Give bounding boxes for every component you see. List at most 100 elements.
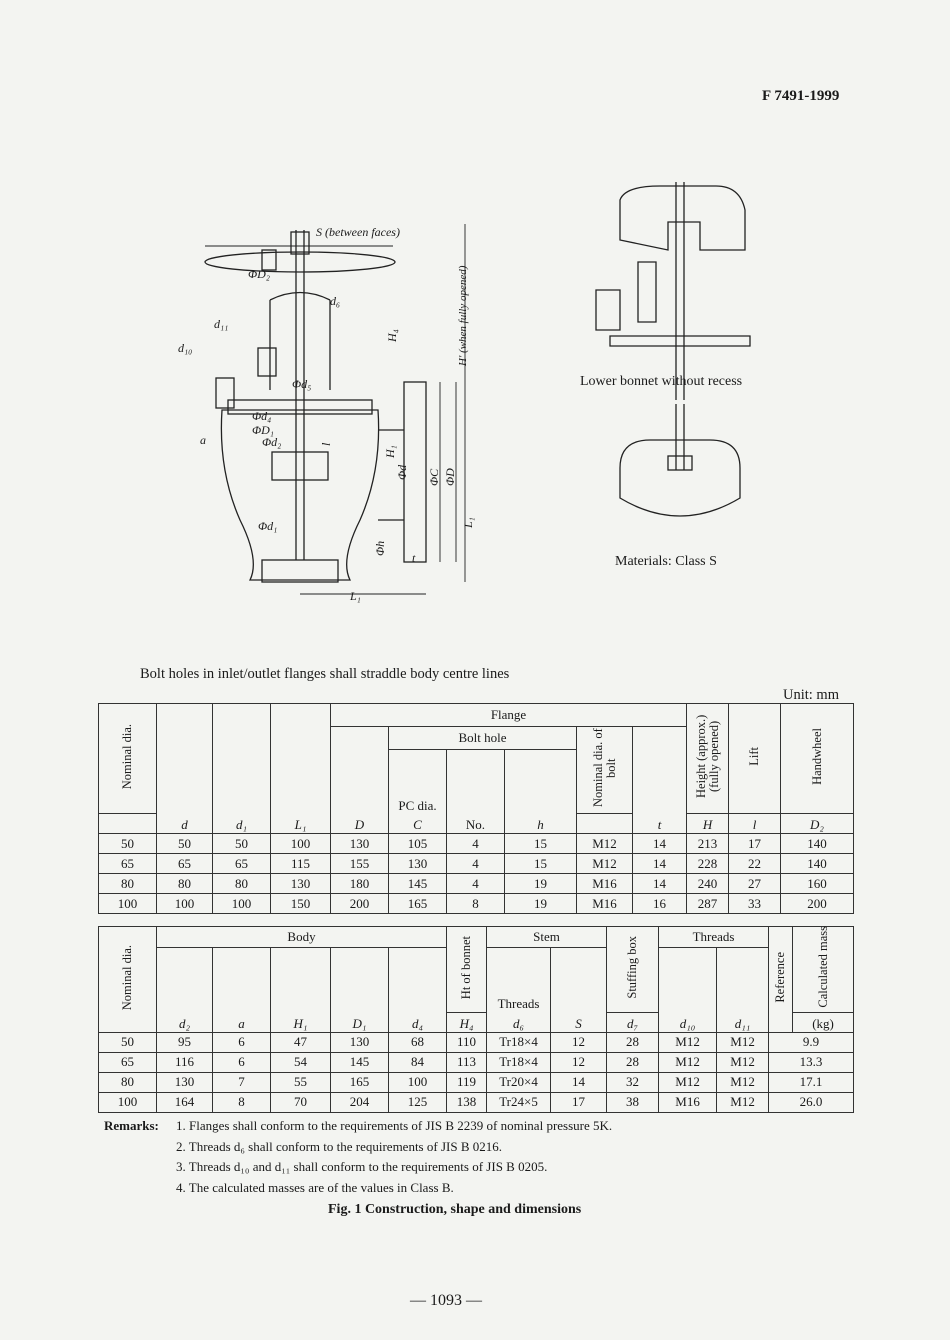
- t2-cell: M12: [716, 1031, 770, 1053]
- t1-bolt-hole-header: Bolt hole: [388, 726, 577, 750]
- t2-col-kg: (kg): [792, 1011, 855, 1033]
- t2-cell: 130: [156, 1071, 213, 1093]
- standard-number: F 7491-1999: [762, 88, 840, 104]
- t1-cell: 15: [504, 853, 577, 874]
- t1-cell: 50: [98, 833, 157, 854]
- t2-cell: 6: [212, 1051, 271, 1073]
- t1-cell: 140: [780, 853, 855, 874]
- t2-col-H4: H₄: [446, 1011, 488, 1033]
- t2-cell: 7: [212, 1071, 271, 1093]
- t1-cell: 4: [446, 873, 505, 894]
- t1-cell: 130: [330, 833, 389, 854]
- t2-col-d11: d₁₁: [716, 1012, 770, 1033]
- t2-col-d10: d₁₀: [658, 1012, 718, 1033]
- t1-col-no: No.: [446, 813, 505, 834]
- label-l1: L₁: [461, 517, 475, 529]
- t2-col-d2: d₂: [156, 1012, 213, 1033]
- t2-cell: 32: [606, 1071, 660, 1093]
- t2-stem-header: Stem: [486, 926, 608, 948]
- bolt-hole-note: Bolt holes in inlet/outlet flanges shall…: [140, 666, 510, 682]
- t2-cell: 100: [98, 1091, 157, 1113]
- label-phi-d4: Φd₄: [252, 409, 271, 423]
- remark-4: 4. The calculated masses are of the valu…: [176, 1179, 454, 1195]
- label-L1: L₁: [349, 589, 361, 603]
- t2-cell: 6: [212, 1031, 271, 1053]
- t1-cell: 130: [270, 873, 331, 894]
- t1-cell: 140: [780, 833, 855, 854]
- t1-col-D: D: [330, 813, 389, 834]
- t2-cell: M12: [716, 1071, 770, 1093]
- t1-cell: 100: [98, 893, 157, 914]
- t2-cell: Tr20×4: [486, 1071, 552, 1093]
- t1-cell: 50: [212, 833, 271, 854]
- t2-cell: 125: [387, 1091, 448, 1113]
- dimension-table-1: Nominal dia. Flange Height (approx.) (fu…: [98, 703, 855, 914]
- t2-cell: 17: [550, 1091, 608, 1113]
- t2-stuffing-header: Stuffing box: [606, 926, 660, 1013]
- t1-cell: M12: [576, 853, 633, 874]
- t2-nominal-header: Nominal dia.: [98, 926, 157, 1033]
- t2-cell: Tr18×4: [486, 1031, 552, 1053]
- t1-cell: 80: [98, 873, 157, 894]
- t2-threads-group-header: Threads: [658, 926, 770, 948]
- remarks-heading: Remarks:: [104, 1118, 159, 1133]
- t1-cell: M12: [576, 833, 633, 854]
- label-s: S (between faces): [316, 225, 400, 239]
- t2-cell: 55: [270, 1071, 331, 1093]
- t1-cell: 180: [330, 873, 389, 894]
- page-number: — 1093 —: [410, 1292, 482, 1309]
- t2-cell: 54: [270, 1051, 331, 1073]
- t2-cell: 28: [606, 1031, 660, 1053]
- t2-cell: 110: [446, 1031, 488, 1053]
- t1-col-D2: D₂: [780, 813, 855, 834]
- t2-cell: 13.3: [768, 1051, 855, 1073]
- t2-col-a: a: [212, 1012, 271, 1033]
- t1-cell: 100: [156, 893, 213, 914]
- label-phi-d5: Φd₅: [292, 377, 311, 391]
- label-lower-bonnet: Lower bonnet without recess: [580, 374, 743, 389]
- t1-cell: 14: [631, 873, 688, 894]
- t2-col-d7: d₇: [606, 1011, 660, 1033]
- t2-cell: 26.0: [768, 1091, 855, 1113]
- t2-cell: 12: [550, 1031, 608, 1053]
- t1-cell: 22: [728, 853, 782, 874]
- t2-cell: 165: [330, 1071, 389, 1093]
- t2-cell: 84: [387, 1051, 448, 1073]
- t2-cell: 70: [270, 1091, 331, 1113]
- t1-cell: 213: [686, 833, 730, 854]
- label-h4: H₄: [385, 329, 399, 343]
- handwheel-outline: [204, 251, 396, 273]
- t2-cell: Tr18×4: [486, 1051, 552, 1073]
- t2-cell: Tr24×5: [486, 1091, 552, 1113]
- t1-cell: 15: [504, 833, 577, 854]
- t1-col-d: d: [156, 813, 213, 834]
- t2-cell: 138: [446, 1091, 488, 1113]
- t1-cell: 155: [330, 853, 389, 874]
- t2-reference-header: Reference: [768, 926, 794, 1033]
- label-phi-h: Φh: [373, 541, 387, 556]
- t1-cell: 19: [504, 873, 577, 894]
- label-d10: d₁₀: [178, 341, 192, 355]
- t2-cell: M16: [658, 1091, 718, 1113]
- t2-col-d6: d₆: [486, 1012, 552, 1033]
- t2-cell: 50: [98, 1031, 157, 1053]
- t2-threads-header: Threads: [486, 947, 552, 1012]
- t1-cell: 17: [728, 833, 782, 854]
- t1-cell: 65: [98, 853, 157, 874]
- t1-cell: 200: [330, 893, 389, 914]
- t1-col-L1: L₁: [270, 813, 331, 834]
- label-phi-d2b: Φd₂: [262, 435, 281, 449]
- label-h-prime: H' (when fully opened): [457, 265, 469, 367]
- t2-cell: M12: [658, 1051, 718, 1073]
- t1-col-C: C: [388, 813, 447, 834]
- t1-cell: 145: [388, 873, 447, 894]
- t2-cell: 9.9: [768, 1031, 855, 1053]
- t1-cell: 65: [212, 853, 271, 874]
- t2-cell: 113: [446, 1051, 488, 1073]
- t1-cell: M16: [576, 873, 633, 894]
- t2-calc-mass-header: Calculated mass: [792, 926, 855, 1013]
- t2-cell: 100: [387, 1071, 448, 1093]
